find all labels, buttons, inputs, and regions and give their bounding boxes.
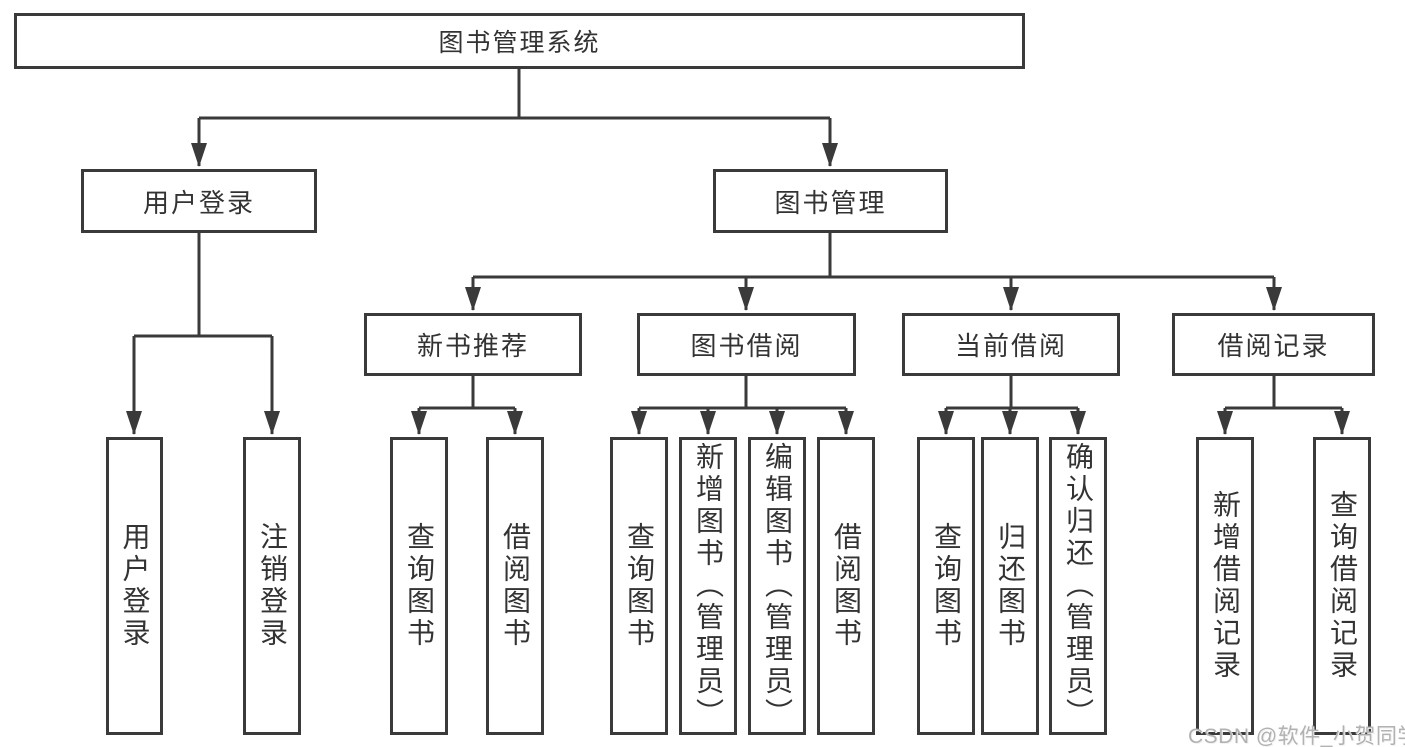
leaf-borrow-add-admin: 新增图书（管理员） (679, 437, 737, 735)
leaf-logout: 注销登录 (243, 437, 301, 735)
leaf-user-login: 用户登录 (106, 437, 163, 735)
leaf-borrow-borrow: 借阅图书 (817, 437, 875, 735)
node-book-management: 图书管理 (713, 169, 948, 233)
node-book-borrow: 图书借阅 (637, 313, 856, 376)
node-current-borrow: 当前借阅 (902, 313, 1120, 376)
leaf-borrow-query: 查询图书 (610, 437, 668, 735)
leaf-current-return: 归还图书 (981, 437, 1039, 735)
leaf-record-query: 查询借阅记录 (1313, 437, 1371, 735)
node-library-system: 图书管理系统 (14, 13, 1025, 69)
leaf-current-confirm-admin: 确认归还（管理员） (1049, 437, 1107, 735)
leaf-borrow-edit-admin: 编辑图书（管理员） (748, 437, 806, 735)
leaf-newbook-query: 查询图书 (390, 437, 448, 735)
leaf-record-add: 新增借阅记录 (1196, 437, 1254, 735)
csdn-watermark: CSDN @软件_小贺同学 (1188, 725, 1405, 747)
leaf-newbook-borrow: 借阅图书 (486, 437, 544, 735)
node-new-book-recommend: 新书推荐 (364, 313, 582, 376)
node-user-login: 用户登录 (81, 169, 317, 233)
node-borrow-records: 借阅记录 (1172, 313, 1375, 376)
leaf-current-query: 查询图书 (917, 437, 975, 735)
